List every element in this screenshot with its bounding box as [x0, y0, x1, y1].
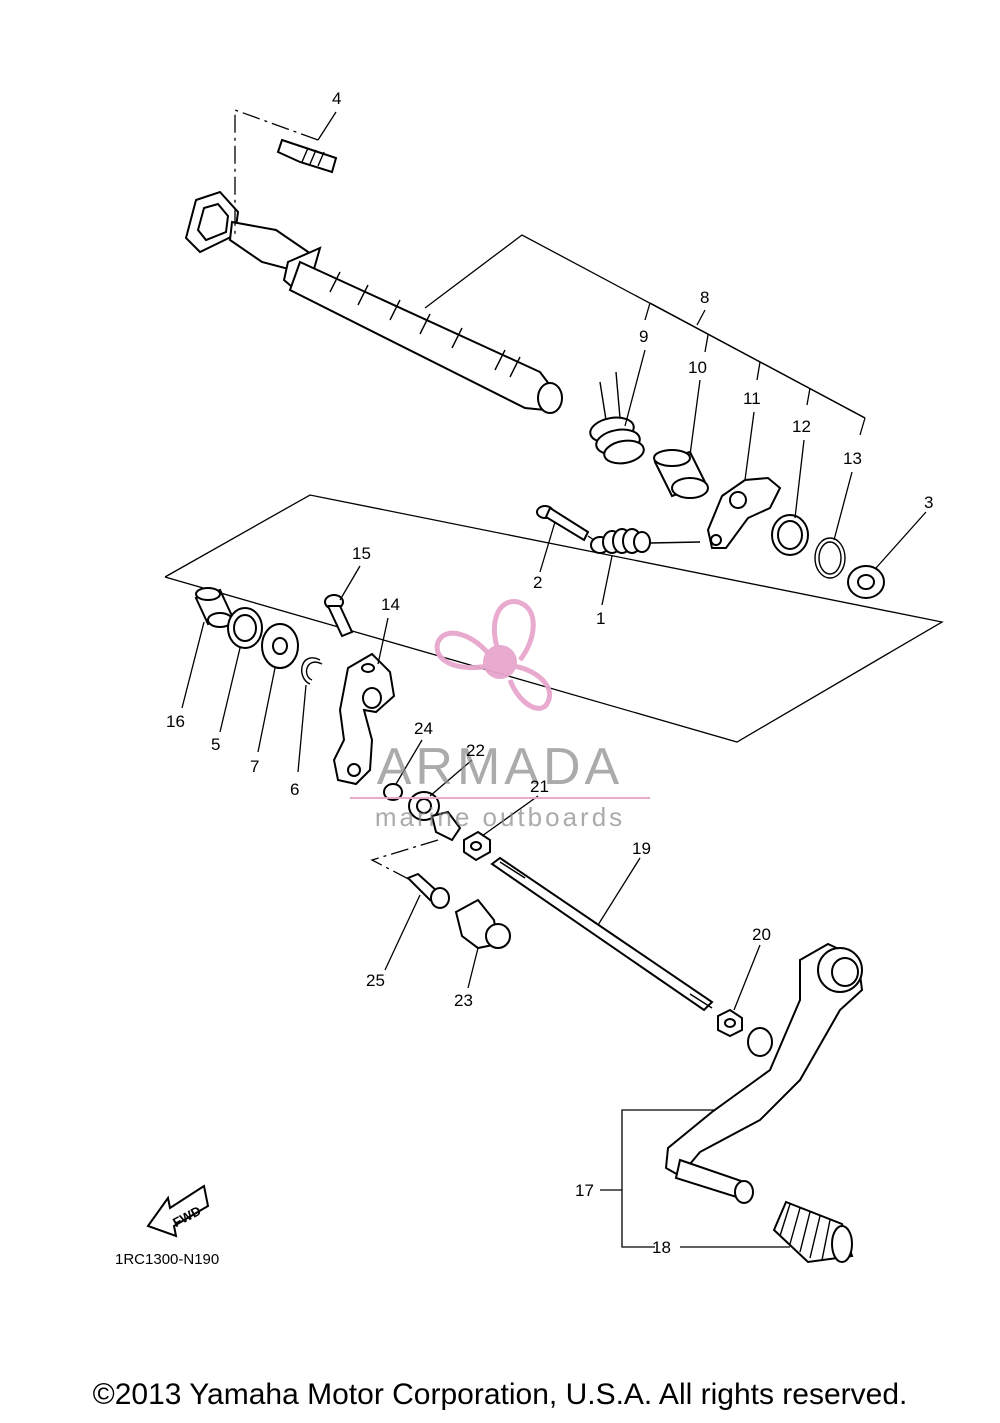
part-18-pedal-rubber — [772, 1200, 854, 1264]
group-outline-middle — [164, 494, 944, 743]
leader-24 — [395, 739, 423, 785]
leader-3 — [875, 511, 927, 569]
leader-8-tick-11 — [756, 361, 761, 381]
watermark-tagline: marine outboards — [375, 802, 625, 832]
part-5-oil-seal — [227, 607, 263, 649]
leader-12 — [794, 439, 805, 519]
leader-25-dash — [370, 839, 439, 886]
callout-8: 8 — [700, 288, 709, 307]
part-14-shift-arm — [332, 652, 396, 786]
leader-8-top — [696, 309, 706, 326]
propeller-logo-icon — [434, 599, 553, 711]
callout-9: 9 — [639, 327, 648, 346]
leader-19 — [597, 857, 641, 926]
callout-25: 25 — [366, 971, 385, 990]
leader-4 — [234, 109, 319, 235]
callout-23: 23 — [454, 991, 473, 1010]
watermark: ARMADA marine outboards — [350, 599, 650, 832]
part-23-boot — [454, 898, 511, 950]
leader-8-tick-13 — [859, 417, 866, 436]
callout-6: 6 — [290, 780, 299, 799]
callout-labels: 1 2 3 4 5 6 7 8 9 10 11 12 13 14 15 16 1… — [166, 89, 933, 1257]
callout-18: 18 — [652, 1238, 671, 1257]
part-20-nut — [717, 1008, 743, 1038]
leader-8 — [649, 302, 866, 419]
leader-9 — [624, 349, 646, 427]
part-7-washer — [261, 623, 299, 669]
part-17-shift-pedal — [664, 942, 864, 1204]
leader-8-tick-10 — [704, 334, 709, 353]
part-21-nut — [463, 830, 491, 862]
part-1-spring — [590, 528, 701, 554]
leader-8-tick-12 — [806, 387, 811, 406]
callout-5: 5 — [211, 735, 220, 754]
callout-13: 13 — [843, 449, 862, 468]
leader-13 — [833, 471, 853, 541]
callout-22: 22 — [466, 741, 485, 760]
leader-22 — [429, 759, 473, 797]
group-outline-pedal — [621, 1109, 720, 1248]
part-11-lever — [706, 476, 782, 549]
callout-7: 7 — [250, 757, 259, 776]
leader-10 — [689, 379, 701, 456]
leader-4b — [317, 111, 337, 141]
callout-15: 15 — [352, 544, 371, 563]
callout-24: 24 — [414, 719, 433, 738]
leader-2b — [539, 521, 556, 573]
part-10-collar — [653, 449, 709, 499]
callout-17: 17 — [575, 1181, 594, 1200]
part-24-collar — [383, 783, 403, 801]
callout-10: 10 — [688, 358, 707, 377]
part-13-circlip — [814, 537, 846, 579]
leader-5 — [219, 647, 241, 733]
part-3-washer — [847, 565, 885, 599]
callout-12: 12 — [792, 417, 811, 436]
part-4-bolt — [276, 138, 338, 174]
diagram-code: 1RC1300-N190 — [115, 1251, 219, 1268]
part-19-shift-rod — [490, 856, 714, 1012]
part-6-circlip — [301, 657, 323, 685]
part-15-bolt — [324, 594, 354, 638]
fwd-arrow-icon: FWD — [146, 1184, 210, 1238]
callout-2: 2 — [533, 573, 542, 592]
callout-14: 14 — [381, 595, 400, 614]
leader-1 — [601, 555, 613, 606]
leader-6 — [297, 684, 307, 773]
callout-20: 20 — [752, 925, 771, 944]
callout-4: 4 — [332, 89, 341, 108]
leader-16 — [181, 621, 205, 709]
part-12-washer — [771, 514, 809, 556]
part-9-spring — [589, 371, 645, 465]
leader-7 — [257, 667, 276, 753]
part-2-bolt — [536, 505, 590, 542]
leader-15 — [339, 565, 361, 601]
leader-23 — [467, 947, 479, 989]
leader-11 — [744, 411, 755, 481]
shift-shaft — [184, 190, 563, 414]
watermark-brand: ARMADA — [377, 738, 623, 796]
leader-21 — [481, 795, 539, 837]
callout-11: 11 — [743, 389, 761, 408]
leader-20 — [733, 944, 761, 1011]
callout-21: 21 — [530, 777, 549, 796]
callout-19: 19 — [632, 839, 651, 858]
callout-1: 1 — [596, 609, 605, 628]
part-16-bearing — [194, 587, 234, 628]
leader-14 — [377, 617, 389, 665]
callout-3: 3 — [924, 493, 933, 512]
copyright-notice: ©2013 Yamaha Motor Corporation, U.S.A. A… — [92, 1378, 908, 1411]
part-25-bolt — [406, 872, 450, 909]
callout-16: 16 — [166, 712, 185, 731]
leader-25 — [384, 894, 421, 971]
leader-8-tick-9 — [644, 302, 651, 321]
